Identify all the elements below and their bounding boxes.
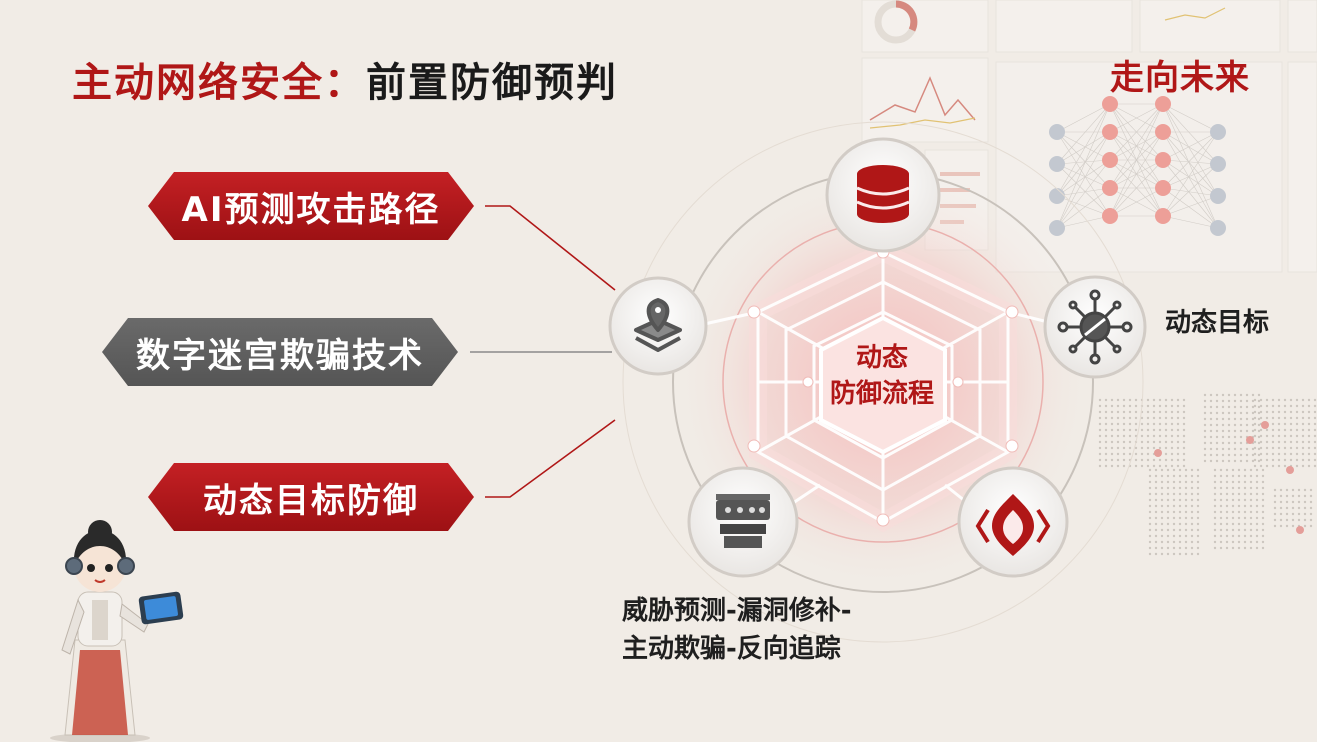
- server-device-icon: [716, 494, 770, 548]
- neural-node: [1210, 156, 1226, 172]
- flow-description: 威胁预测-漏洞修补- 主动欺骗-反向追踪: [622, 592, 852, 668]
- world-map-graphic: [1098, 393, 1317, 556]
- neural-node: [1102, 124, 1118, 140]
- map-pin-layers-icon: [634, 298, 682, 352]
- neural-network-graphic: [1049, 96, 1226, 236]
- neural-node: [1210, 220, 1226, 236]
- banner-label: 动态目标防御: [203, 480, 419, 521]
- neural-node: [1049, 124, 1065, 140]
- neural-node: [1102, 152, 1118, 168]
- future-label: 走向未来: [1110, 58, 1250, 98]
- map-marker: [1154, 449, 1162, 457]
- neural-node: [1102, 180, 1118, 196]
- banner-moving-target[interactable]: 动态目标防御: [148, 463, 474, 531]
- node-top[interactable]: [825, 137, 941, 253]
- neural-node: [1155, 96, 1171, 112]
- network-target-icon: [1057, 289, 1133, 365]
- node-right-label: 动态目标: [1165, 308, 1270, 338]
- connector-lines: [470, 205, 616, 498]
- dashboard-panels: [861, 0, 1317, 273]
- neural-node: [1102, 208, 1118, 224]
- node-bottom-right[interactable]: [957, 466, 1069, 578]
- flow-line-2: 主动欺骗-反向追踪: [622, 634, 841, 664]
- page-title: 主动网络安全：前置防御预判: [72, 50, 618, 108]
- map-marker: [1286, 466, 1294, 474]
- neural-node: [1155, 152, 1171, 168]
- neural-node: [1210, 124, 1226, 140]
- title-part-2: 前置防御预判: [366, 60, 618, 106]
- neural-node: [1102, 96, 1118, 112]
- neural-node: [1155, 208, 1171, 224]
- banner-ai-prediction[interactable]: AI预测攻击路径: [148, 172, 474, 240]
- database-icon: [856, 165, 910, 223]
- neural-node: [1049, 220, 1065, 236]
- node-right[interactable]: [1043, 275, 1147, 379]
- center-hexagon: [819, 315, 947, 455]
- banner-label: AI预测攻击路径: [181, 189, 441, 230]
- neural-node: [1049, 156, 1065, 172]
- hub-line-1: 动态: [855, 343, 908, 373]
- neural-node: [1155, 124, 1171, 140]
- banner-digital-maze[interactable]: 数字迷宫欺骗技术: [102, 318, 458, 386]
- banner-label: 数字迷宫欺骗技术: [136, 335, 424, 376]
- hub-line-2: 防御流程: [829, 379, 934, 409]
- map-marker: [1246, 436, 1254, 444]
- hub-label: 动态 防御流程: [812, 340, 952, 412]
- node-left[interactable]: [608, 276, 708, 376]
- neural-node: [1049, 188, 1065, 204]
- flow-line-1: 威胁预测-漏洞修补-: [622, 596, 852, 626]
- map-marker: [1296, 526, 1304, 534]
- robot-character: [50, 520, 184, 742]
- title-part-1: 主动网络安全：: [72, 60, 366, 106]
- faint-ring: [622, 121, 1144, 643]
- node-bottom-left[interactable]: [687, 466, 799, 578]
- shield-emblem-icon: [975, 494, 1051, 556]
- map-marker: [1261, 421, 1269, 429]
- neural-node: [1210, 188, 1226, 204]
- neural-node: [1155, 180, 1171, 196]
